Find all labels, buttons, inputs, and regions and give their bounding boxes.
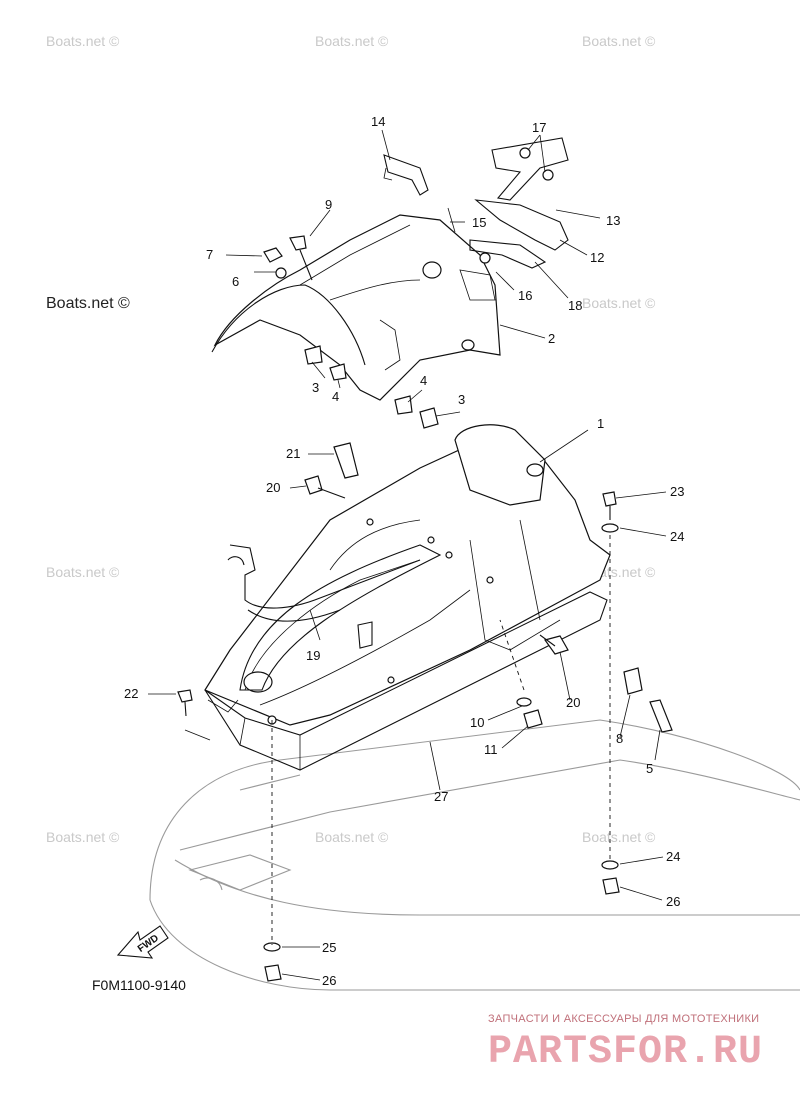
callout-3: 3 (312, 380, 319, 395)
callout-10: 10 (470, 715, 484, 730)
callout-5: 5 (646, 761, 653, 776)
callout-11: 11 (484, 742, 498, 757)
callout-4: 4 (420, 373, 427, 388)
watermark-boats: Boats.net © (46, 33, 120, 49)
callout-20: 20 (266, 480, 280, 495)
callout-4: 4 (332, 389, 339, 404)
callout-19: 19 (306, 648, 320, 663)
watermark-boats: Boats.net © (46, 829, 120, 845)
fasteners (177, 235, 673, 982)
callout-12: 12 (590, 250, 604, 265)
callout-3: 3 (458, 392, 465, 407)
callout-14: 14 (371, 114, 385, 129)
callout-16: 16 (518, 288, 532, 303)
callout-7: 7 (206, 247, 213, 262)
small-parts-top (383, 137, 569, 269)
callout-25: 25 (322, 940, 336, 955)
watermark-boats: Boats.net © (46, 295, 130, 312)
watermark-boats: Boats.net © (315, 33, 389, 49)
brand-logo: ЗАПЧАСТИ И АКСЕССУАРЫ ДЛЯ МОТОТЕХНИКИ PA… (488, 1013, 763, 1075)
callout-27: 27 (434, 789, 448, 804)
gunwale-bumper (204, 591, 608, 771)
callout-26: 26 (666, 894, 680, 909)
diagram-part-number: F0M1100-9140 (92, 977, 186, 993)
dashed-guides (184, 535, 611, 945)
callout-21: 21 (286, 446, 300, 461)
callout-22: 22 (124, 686, 138, 701)
callout-2: 2 (548, 331, 555, 346)
callout-8: 8 (616, 731, 623, 746)
watermark-boats: Boats.net © (582, 829, 656, 845)
callout-23: 23 (670, 484, 684, 499)
callout-26: 26 (322, 973, 336, 988)
brand-tagline: ЗАПЧАСТИ И АКСЕССУАРЫ ДЛЯ МОТОТЕХНИКИ (488, 1013, 759, 1025)
leader-lines (148, 129, 667, 981)
callout-9: 9 (325, 197, 332, 212)
console-cover-2 (211, 214, 501, 401)
callout-6: 6 (232, 274, 239, 289)
callout-18: 18 (568, 298, 582, 313)
callout-15: 15 (472, 215, 486, 230)
fwd-arrow-icon: FWD (116, 925, 169, 959)
watermarks: Boats.net © Boats.net © Boats.net © Boat… (46, 33, 656, 845)
callout-20: 20 (566, 695, 580, 710)
watermark-boats: Boats.net © (582, 295, 656, 311)
seat-rack-19 (227, 519, 442, 691)
brand-name: PARTSFOR.RU (488, 1030, 763, 1075)
watermark-boats: Boats.net © (315, 829, 389, 845)
callout-1: 1 (597, 416, 604, 431)
callout-24: 24 (670, 529, 684, 544)
deck-part-1 (204, 424, 611, 726)
callouts: 1 2 3 3 4 4 5 6 7 8 9 10 11 12 13 14 15 … (124, 114, 684, 988)
callout-17: 17 (532, 120, 546, 135)
hull-outline (149, 719, 800, 991)
callout-24: 24 (666, 849, 680, 864)
callout-13: 13 (606, 213, 620, 228)
watermark-boats: Boats.net © (582, 33, 656, 49)
watermark-boats: Boats.net © (46, 564, 120, 580)
